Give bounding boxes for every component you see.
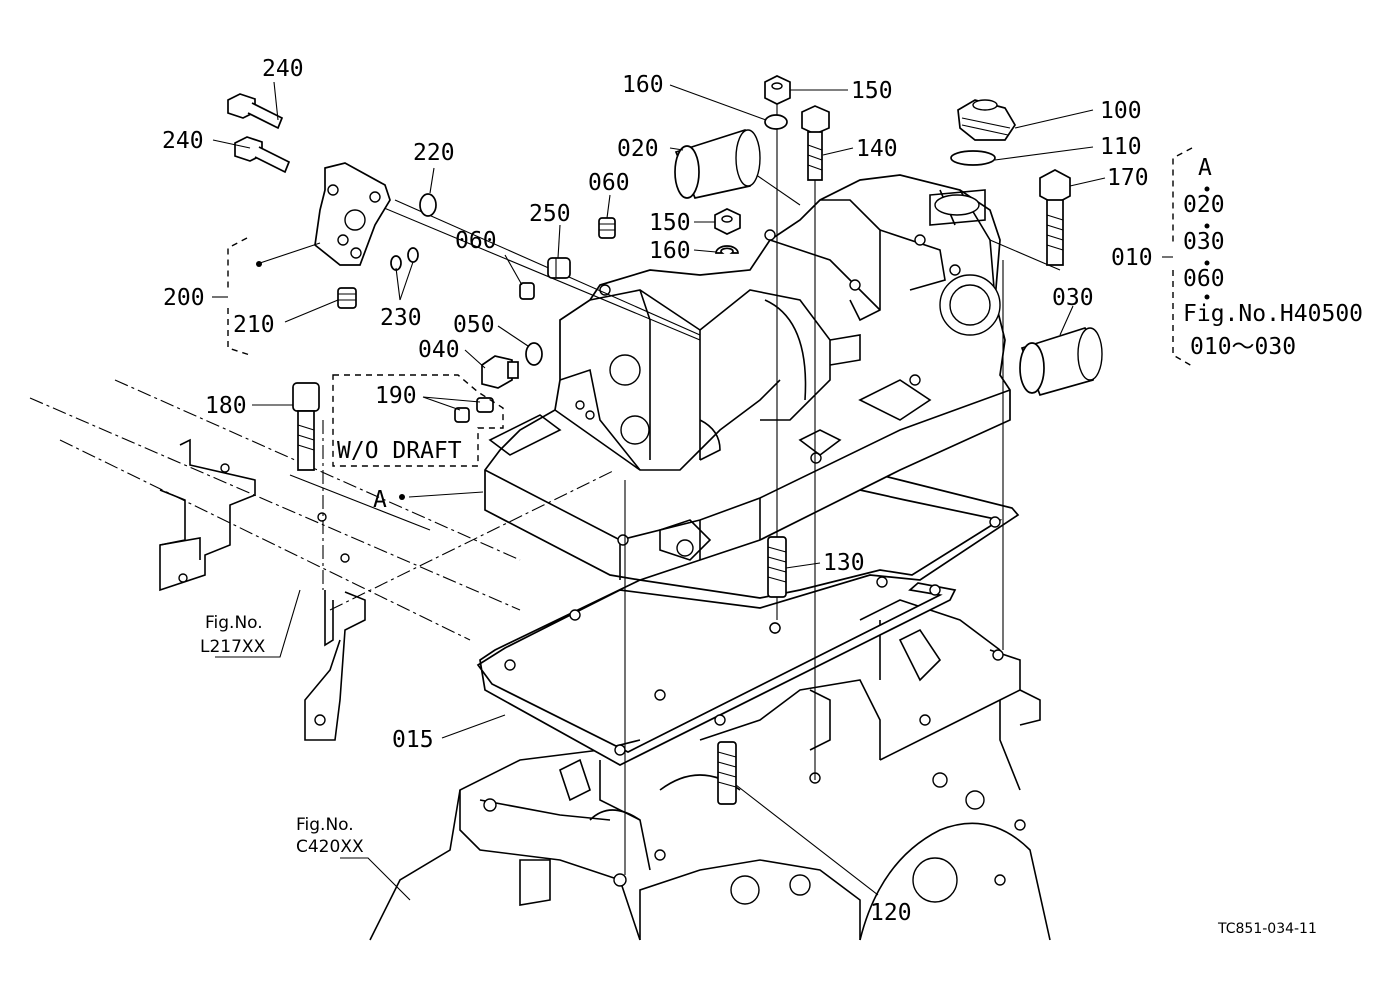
- callout-A: A: [373, 487, 387, 513]
- legend-title: A: [1198, 155, 1212, 181]
- plug-060-b: [519, 282, 535, 300]
- legend-item-030: 030: [1183, 229, 1225, 255]
- plug-190-a: [454, 407, 470, 423]
- legend-item-range: 010～030: [1190, 334, 1296, 360]
- bolt-240-a: [227, 93, 284, 130]
- plug-040: [481, 355, 519, 389]
- callout-030: 030: [1052, 285, 1094, 311]
- cylinder-case-A: [484, 174, 1011, 581]
- callout-220: 220: [413, 140, 455, 166]
- alignment-lines: [322, 100, 1061, 875]
- callout-050: 050: [453, 312, 495, 338]
- callout-160-mid: 160: [649, 238, 691, 264]
- group-bracket-200: [212, 237, 262, 356]
- callout-020: 020: [617, 136, 659, 162]
- callout-060-top: 060: [588, 170, 630, 196]
- bolt-170: [1039, 169, 1071, 266]
- callout-140: 140: [856, 136, 898, 162]
- bushing-020: [674, 128, 761, 199]
- group-legend-A: A 020 030 060 Fig.No.H40500 010～030: [1183, 155, 1363, 360]
- fig-ref-l217-top: Fig.No.: [205, 613, 263, 633]
- callout-160-top: 160: [622, 72, 664, 98]
- fig-ref-c420-bottom: C420XX: [296, 837, 364, 857]
- callout-100: 100: [1100, 98, 1142, 124]
- callout-200: 200: [163, 285, 205, 311]
- o-ring-110: [950, 150, 996, 166]
- callout-250: 250: [529, 201, 571, 227]
- plug-190-b: [476, 397, 494, 413]
- drawing-code: TC851-034-11: [1217, 921, 1317, 937]
- valve-body-200: [314, 162, 391, 266]
- plug-250: [547, 257, 571, 279]
- group-box-wo-draft: [332, 374, 504, 467]
- o-ring-220: [419, 193, 437, 217]
- stud-130: [767, 536, 787, 598]
- o-ring-230-b: [407, 247, 419, 263]
- fig-ref-l217-bottom: L217XX: [200, 637, 266, 657]
- wo-draft-label: W/O DRAFT: [337, 438, 462, 464]
- callout-040: 040: [418, 337, 460, 363]
- callout-leaders: [212, 81, 1106, 901]
- plug-060-a: [598, 217, 616, 239]
- legend-item-060: 060: [1183, 266, 1225, 292]
- callout-110: 110: [1100, 134, 1142, 160]
- group-bracket-010: [1162, 147, 1210, 367]
- callout-150-mid: 150: [649, 210, 691, 236]
- callout-190: 190: [375, 383, 417, 409]
- callout-230: 230: [380, 305, 422, 331]
- callout-060-left: 060: [455, 228, 497, 254]
- washer-050: [525, 342, 543, 366]
- callout-170: 170: [1107, 165, 1149, 191]
- nut-150-top: [764, 75, 791, 105]
- callout-120: 120: [870, 900, 912, 926]
- stud-120: [717, 741, 737, 805]
- bolt-180: [292, 382, 320, 471]
- callout-180: 180: [205, 393, 247, 419]
- callout-240-top: 240: [262, 56, 304, 82]
- plug-210: [337, 287, 357, 309]
- callout-010: 010: [1111, 245, 1153, 271]
- callout-210: 210: [233, 312, 275, 338]
- ref-A-dot: [399, 494, 405, 500]
- washer-160-top: [764, 114, 788, 130]
- transmission-case: [369, 599, 1051, 941]
- gasket-015: [476, 469, 1020, 766]
- bushing-030: [1019, 326, 1103, 397]
- callout-150-top: 150: [851, 78, 893, 104]
- cap-100: [957, 99, 1017, 141]
- bolt-140: [801, 105, 830, 181]
- callout-130: 130: [823, 550, 865, 576]
- legend-item-fig-ref: Fig.No.H40500: [1183, 301, 1363, 327]
- callout-015: 015: [392, 727, 434, 753]
- fig-ref-c420-top: Fig.No.: [296, 815, 354, 835]
- o-ring-230-a: [390, 255, 402, 271]
- callout-240-left: 240: [162, 128, 204, 154]
- nut-150-mid: [714, 208, 741, 235]
- legend-item-020: 020: [1183, 192, 1225, 218]
- frame-bracket: [29, 379, 521, 741]
- washer-160-mid: [715, 245, 739, 254]
- bolt-240-b: [234, 136, 291, 174]
